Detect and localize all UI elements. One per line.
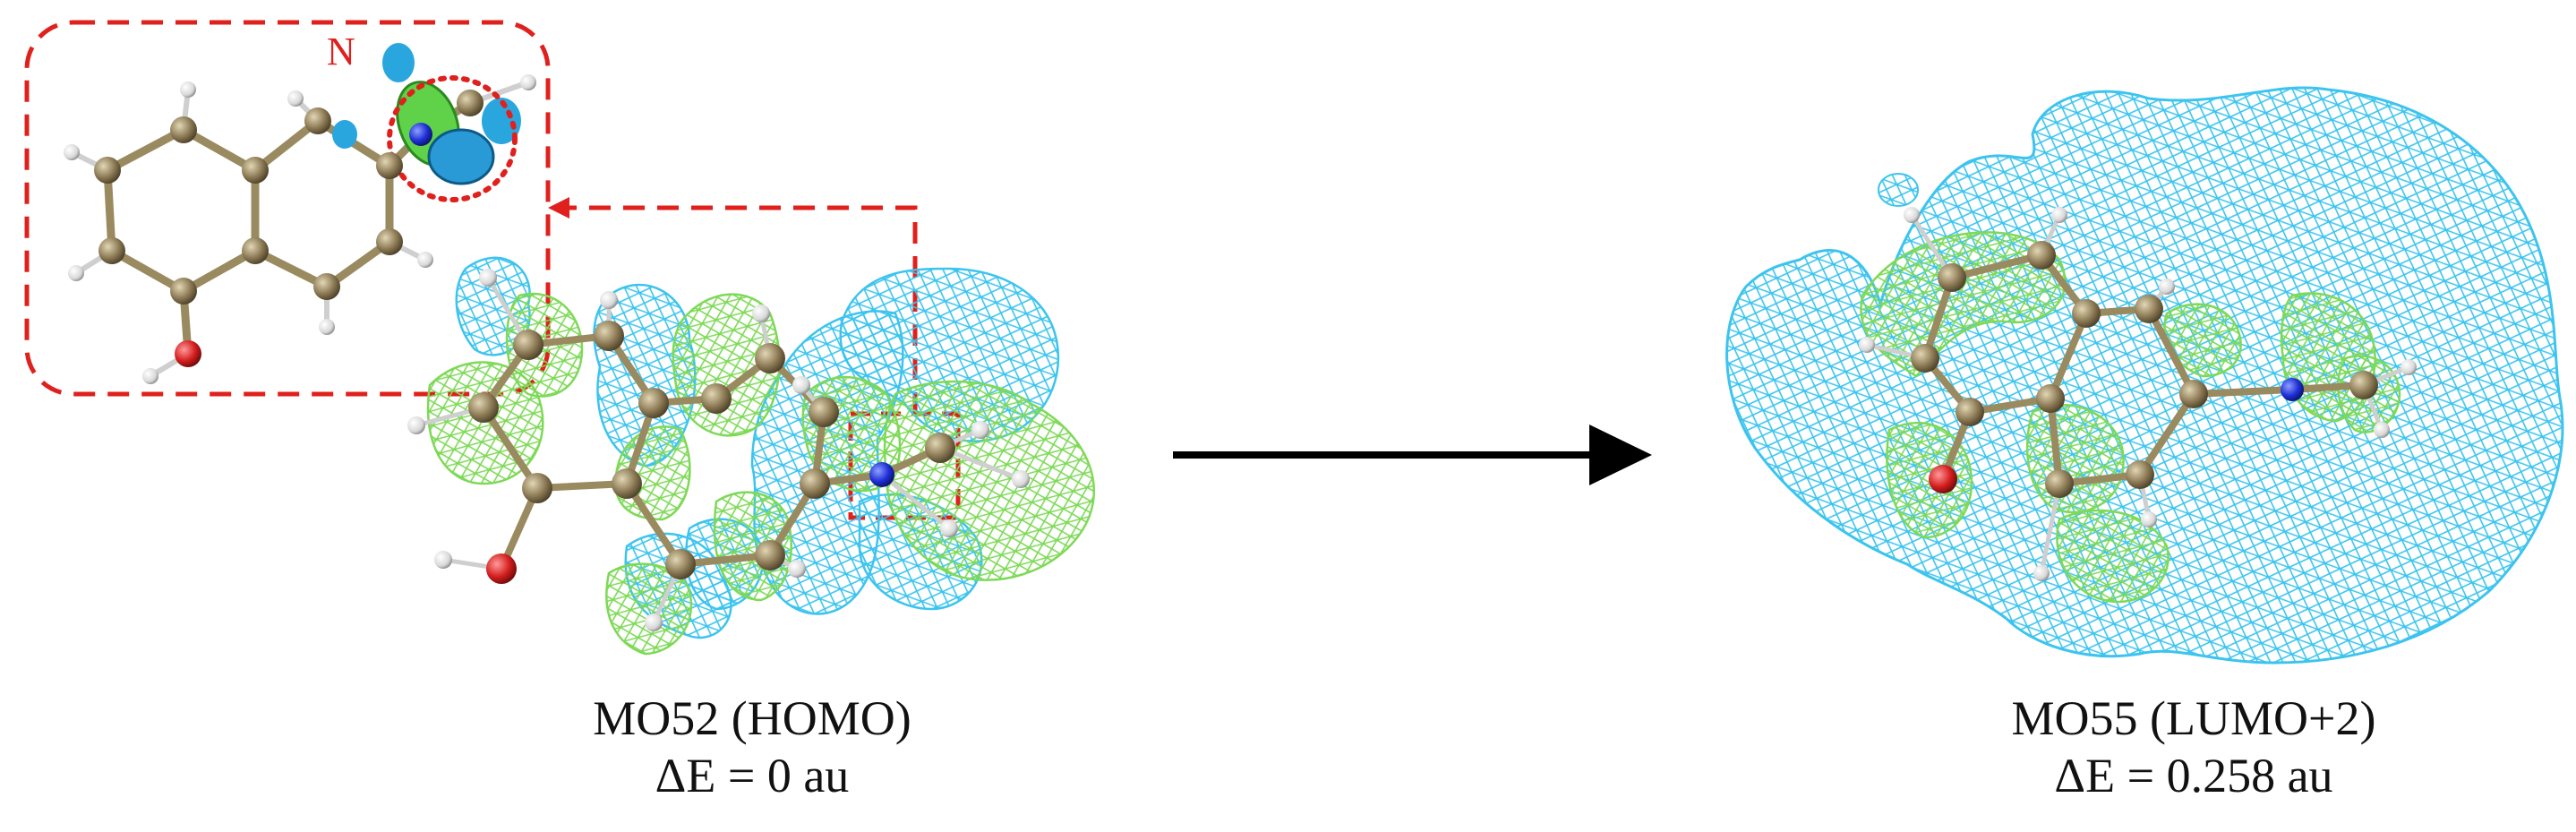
inset-highlight-box — [24, 20, 551, 397]
lumo2-caption: MO55 (LUMO+2) ΔE = 0.258 au — [1916, 690, 2471, 804]
homo-orbital-name: MO52 (HOMO) — [593, 691, 911, 745]
lumo2-molecule — [1859, 207, 2417, 581]
nitrogen-label: N — [327, 30, 355, 73]
lumo2-energy: ΔE = 0.258 au — [2054, 749, 2333, 802]
homo-caption: MO52 (HOMO) ΔE = 0 au — [501, 690, 1003, 804]
lumo2-orbital-name: MO55 (LUMO+2) — [2011, 691, 2376, 745]
transition-arrow — [1173, 425, 1652, 485]
inset-molecule — [64, 43, 536, 384]
inset-atoms — [64, 74, 536, 384]
lumo2-isosurface — [1725, 86, 2564, 665]
homo-energy: ΔE = 0 au — [655, 749, 850, 802]
homo-molecule — [407, 269, 1030, 631]
